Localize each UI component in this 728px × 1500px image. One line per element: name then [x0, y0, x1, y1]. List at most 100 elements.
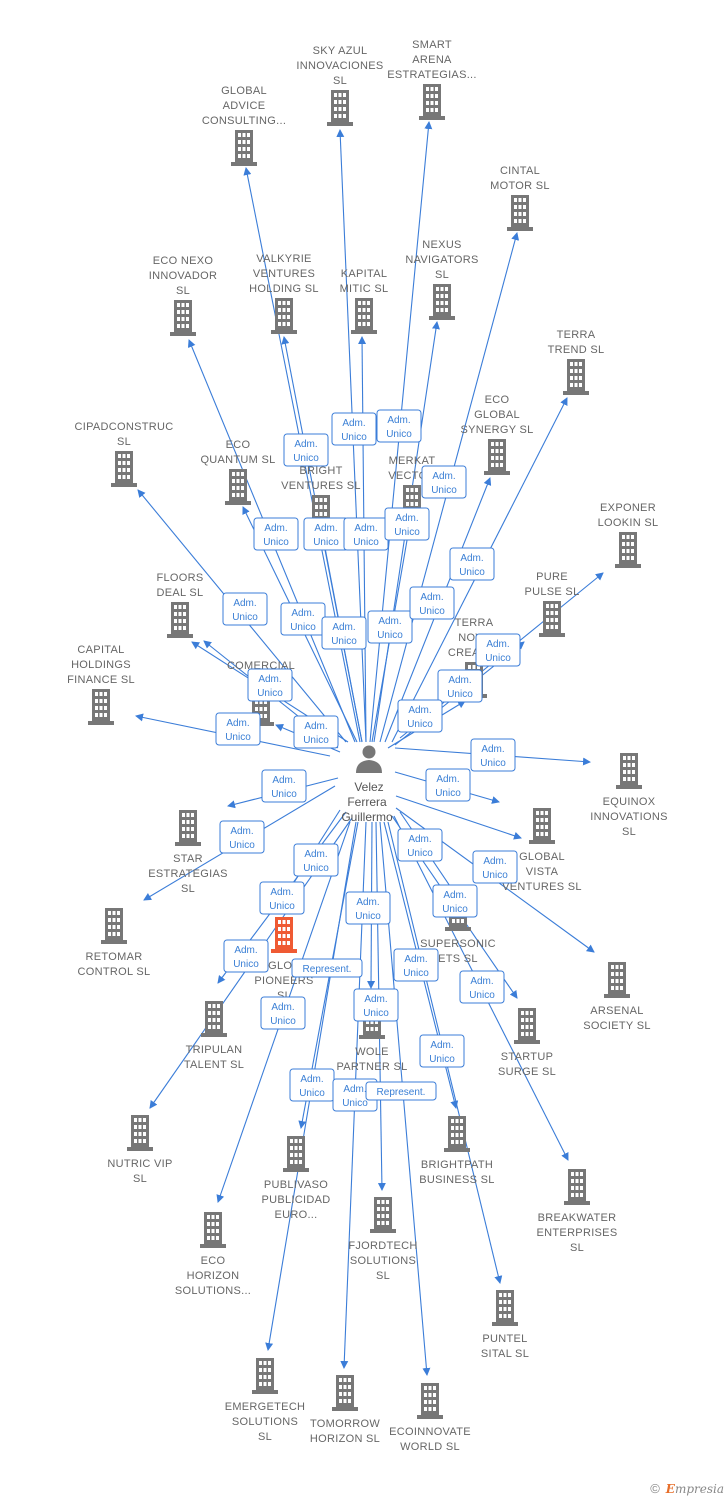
role-label-adm-unico[interactable]: Adm.Unico: [353, 988, 399, 1022]
role-text: Adm.: [258, 674, 281, 685]
brand-footer: ©Empresia: [650, 1481, 724, 1496]
company-label-line: MOTOR SL: [490, 180, 550, 192]
role-label-adm-unico[interactable]: Adm.Unico: [397, 699, 443, 733]
role-label-adm-unico[interactable]: Adm.Unico: [289, 1068, 335, 1102]
role-label-adm-unico[interactable]: Adm.Unico: [421, 465, 467, 499]
role-label-adm-unico[interactable]: Adm.Unico: [219, 820, 265, 854]
role-text: Unico: [270, 1016, 296, 1027]
role-label-adm-unico[interactable]: Adm.Unico: [215, 712, 261, 746]
role-label-adm-unico[interactable]: Adm.Unico: [472, 850, 518, 884]
role-text: Unico: [485, 653, 511, 664]
role-label-adm-unico[interactable]: Adm.Unico: [223, 939, 269, 973]
role-text: Adm.: [342, 418, 365, 429]
role-text: Represent.: [377, 1087, 426, 1098]
role-text: Unico: [386, 429, 412, 440]
role-label-adm-unico[interactable]: Adm.Unico: [253, 517, 299, 551]
building-icon: [564, 1169, 590, 1205]
role-label-adm-unico[interactable]: Adm.Unico: [293, 715, 339, 749]
role-label-adm-unico[interactable]: Adm.Unico: [280, 602, 326, 636]
role-label-adm-unico[interactable]: Adm.Unico: [222, 592, 268, 626]
role-label-adm-unico[interactable]: Adm.Unico: [259, 881, 305, 915]
company-node-publivaso[interactable]: PUBLIVASOPUBLICIDADEURO...: [261, 1136, 330, 1221]
company-label-line: CIPADCONSTRUC: [74, 421, 173, 433]
role-label-adm-unico[interactable]: Adm.Unico: [449, 547, 495, 581]
company-label-line: BRIGHTPATH: [421, 1159, 493, 1171]
role-label-represent[interactable]: Represent.: [365, 1081, 437, 1101]
role-label-adm-unico[interactable]: Adm.Unico: [261, 769, 307, 803]
role-text: Unico: [355, 911, 381, 922]
role-label-adm-unico[interactable]: Adm.Unico: [432, 884, 478, 918]
role-label-adm-unico[interactable]: Adm.Unico: [397, 828, 443, 862]
role-text: Adm.: [354, 523, 377, 534]
role-label-represent[interactable]: Represent.: [291, 958, 363, 978]
role-label-adm-unico[interactable]: Adm.Unico: [384, 507, 430, 541]
company-node-eco-horizon[interactable]: ECOHORIZONSOLUTIONS...: [175, 1212, 251, 1297]
role-label-adm-unico[interactable]: Adm.Unico: [425, 768, 471, 802]
company-node-global-advice[interactable]: GLOBALADVICECONSULTING...: [202, 85, 286, 166]
role-label-adm-unico[interactable]: Adm.Unico: [283, 433, 329, 467]
role-label-adm-unico[interactable]: Adm.Unico: [293, 843, 339, 877]
role-label-adm-unico[interactable]: Adm.Unico: [409, 586, 455, 620]
role-label-adm-unico[interactable]: Adm.Unico: [260, 996, 306, 1030]
building-icon: [201, 1001, 227, 1037]
company-node-smart-arena[interactable]: SMARTARENAESTRATEGIAS...: [387, 39, 477, 120]
role-label-adm-unico[interactable]: Adm.Unico: [470, 738, 516, 772]
role-text: Unico: [407, 719, 433, 730]
role-label-adm-unico[interactable]: Adm.Unico: [459, 970, 505, 1004]
company-label-line: WORLD SL: [400, 1441, 460, 1453]
role-label-adm-unico[interactable]: Adm.Unico: [321, 616, 367, 650]
role-label-adm-unico[interactable]: Adm.Unico: [343, 517, 389, 551]
role-label-adm-unico[interactable]: Adm.Unico: [345, 891, 391, 925]
role-label-adm-unico[interactable]: Adm.Unico: [303, 517, 349, 551]
building-icon: [429, 284, 455, 320]
role-label-adm-unico[interactable]: Adm.Unico: [419, 1034, 465, 1068]
role-label-adm-unico[interactable]: Adm.Unico: [437, 669, 483, 703]
building-icon: [444, 1116, 470, 1152]
company-label-line: NAVIGATORS: [405, 254, 478, 266]
role-label-adm-unico[interactable]: Adm.Unico: [393, 948, 439, 982]
company-label-line: GLOBAL: [519, 851, 565, 863]
role-label-adm-unico[interactable]: Adm.Unico: [475, 633, 521, 667]
person-node[interactable]: Velez Ferrera Guillermo: [341, 745, 393, 825]
role-text: Adm.: [230, 826, 253, 837]
role-label-adm-unico[interactable]: Adm.Unico: [331, 412, 377, 446]
company-label-line: HORIZON SL: [310, 1433, 380, 1445]
company-label-line: SOCIETY SL: [583, 1020, 651, 1032]
role-label-adm-unico[interactable]: Adm.Unico: [247, 668, 293, 702]
building-icon: [283, 1136, 309, 1172]
company-label-line: SL: [570, 1242, 584, 1254]
role-label-adm-unico[interactable]: Adm.Unico: [376, 409, 422, 443]
role-label-adm-unico[interactable]: Adm.Unico: [367, 610, 413, 644]
